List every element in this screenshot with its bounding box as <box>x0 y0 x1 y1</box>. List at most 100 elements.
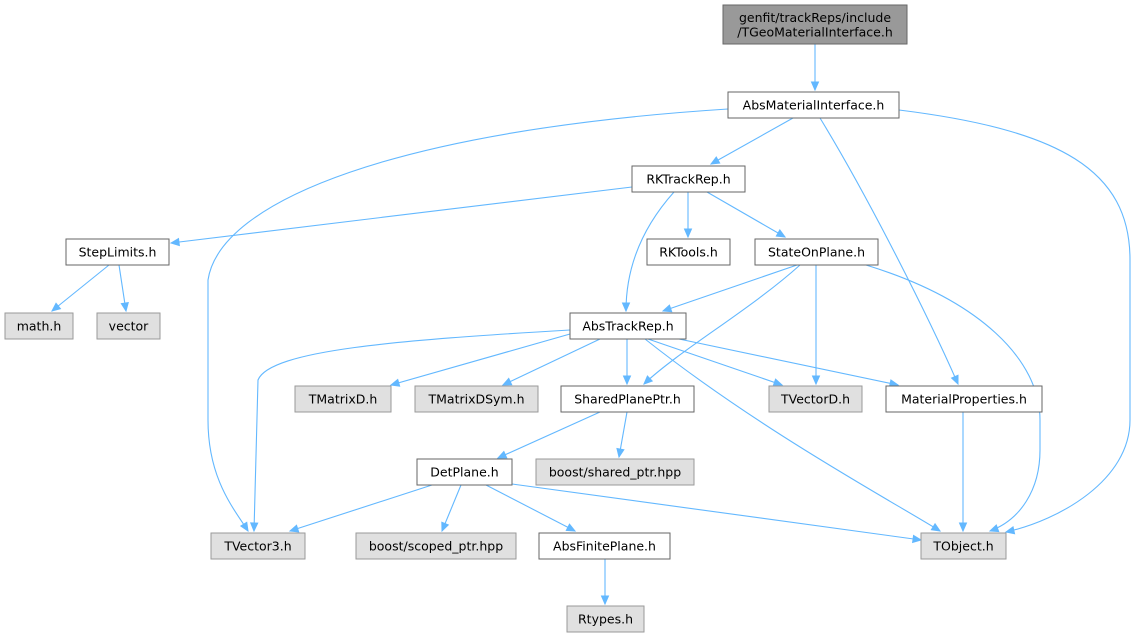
edge-rktrackrep-to-stateonplane <box>706 191 787 238</box>
edge-arrowhead <box>622 375 632 386</box>
edge-arrowhead <box>616 447 625 459</box>
edge-materialproperties-to-tobject <box>958 412 968 533</box>
node-box <box>355 532 517 560</box>
edge-line <box>643 264 801 385</box>
node-label: vector <box>109 319 150 334</box>
edge-arrowhead <box>288 524 300 533</box>
node-layer: genfit/trackReps/include/TGeoMaterialInt… <box>4 4 1043 633</box>
node-label: AbsFinitePlane.h <box>553 539 656 554</box>
node-box <box>566 605 645 633</box>
node-materialproperties[interactable]: MaterialProperties.h <box>885 385 1043 413</box>
edge-line <box>497 411 601 459</box>
edge-arrowhead <box>120 301 129 313</box>
edge-abstrackrep-to-materialproperties <box>678 338 900 388</box>
edge-abstrackrep-to-tmatrixdsym <box>501 338 601 386</box>
node-label: TMatrixD.h <box>308 392 378 407</box>
node-box <box>96 312 161 340</box>
edge-arrowhead <box>958 522 968 533</box>
node-boostscoped: boost/scoped_ptr.hpp <box>355 532 517 560</box>
edge-abstrackrep-to-tobject <box>644 338 942 532</box>
node-absmaterialinterface[interactable]: AbsMaterialInterface.h <box>727 91 900 119</box>
edge-line <box>253 329 571 532</box>
edge-arrowhead <box>441 521 450 533</box>
edge-absmaterialinterface-to-materialproperties <box>819 117 959 386</box>
edge-line <box>390 333 571 386</box>
node-steplimits[interactable]: StepLimits.h <box>65 238 170 266</box>
node-rktrackrep[interactable]: RKTrackRep.h <box>631 165 746 193</box>
edge-arrowhead <box>621 302 631 313</box>
edge-sharedplaneptr-to-boostshared <box>616 411 628 459</box>
node-label: boost/shared_ptr.hpp <box>549 465 681 480</box>
edge-line <box>207 108 729 532</box>
node-box <box>646 238 731 266</box>
node-label: TMatrixDSym.h <box>427 392 524 407</box>
node-boostshared: boost/shared_ptr.hpp <box>535 458 695 486</box>
node-box <box>631 165 746 193</box>
edge-arrowhead <box>600 595 610 606</box>
edge-abstrackrep-to-sharedplaneptr <box>622 339 632 386</box>
node-box <box>294 385 392 413</box>
edge-arrowhead <box>565 523 577 532</box>
edge-line <box>485 484 576 532</box>
edge-line <box>625 191 675 312</box>
node-label: /TGeoMaterialInterface.h <box>737 24 893 39</box>
node-box <box>754 238 879 266</box>
node-box <box>65 238 170 266</box>
node-label: Rtypes.h <box>578 612 633 627</box>
edge-absmaterialinterface-to-tobject <box>898 109 1131 535</box>
node-rktools[interactable]: RKTools.h <box>646 238 731 266</box>
node-label: boost/scoped_ptr.hpp <box>369 539 503 554</box>
edge-arrowhead <box>501 377 513 386</box>
node-box <box>4 312 74 340</box>
edge-line <box>51 264 110 312</box>
edge-layer <box>51 44 1131 606</box>
edge-line <box>502 338 601 386</box>
node-box <box>569 312 687 340</box>
node-label: SharedPlanePtr.h <box>574 392 681 407</box>
edge-stateonplane-to-abstrackrep <box>661 264 798 313</box>
node-detplane[interactable]: DetPlane.h <box>416 458 513 486</box>
node-vector: vector <box>96 312 161 340</box>
node-box <box>722 4 908 45</box>
edge-sharedplaneptr-to-detplane <box>496 411 601 459</box>
edge-line <box>511 483 922 541</box>
edge-detplane-to-boostscoped <box>441 484 462 533</box>
node-sharedplaneptr[interactable]: SharedPlanePtr.h <box>560 385 695 413</box>
node-tvectord: TVectorD.h <box>768 385 863 413</box>
edge-arrowhead <box>683 228 693 239</box>
edge-arrowhead <box>912 534 923 544</box>
edge-absfiniteplane-to-rtypes <box>600 559 610 606</box>
node-label: StateOnPlane.h <box>768 245 865 260</box>
node-tmatrixdsym: TMatrixDSym.h <box>414 385 539 413</box>
node-math: math.h <box>4 312 74 340</box>
edge-abstrackrep-to-tvectord <box>647 338 784 387</box>
edge-arrowhead <box>988 524 1000 533</box>
edge-detplane-to-tobject <box>511 483 923 544</box>
edge-arrowhead <box>389 378 401 387</box>
node-label: RKTools.h <box>659 245 718 260</box>
edge-line <box>647 338 783 386</box>
edge-root-to-absmaterialinterface <box>810 44 820 92</box>
node-absfiniteplane[interactable]: AbsFinitePlane.h <box>538 532 671 560</box>
node-label: TVector3.h <box>223 539 291 554</box>
edge-arrowhead <box>709 156 721 165</box>
edge-arrowhead <box>772 378 784 387</box>
edge-line <box>898 109 1131 533</box>
edge-line <box>710 117 794 165</box>
node-abstrackrep[interactable]: AbsTrackRep.h <box>569 312 687 340</box>
edge-arrowhead <box>249 522 259 533</box>
edge-line <box>678 338 899 386</box>
edge-arrowhead <box>496 450 508 459</box>
edge-arrowhead <box>1004 525 1016 535</box>
node-box <box>885 385 1043 413</box>
node-root[interactable]: genfit/trackReps/include/TGeoMaterialInt… <box>722 4 908 45</box>
node-box <box>768 385 863 413</box>
edge-line <box>289 484 433 532</box>
node-label: MaterialProperties.h <box>901 392 1027 407</box>
edge-arrowhead <box>51 302 62 312</box>
node-stateonplane[interactable]: StateOnPlane.h <box>754 238 879 266</box>
edge-detplane-to-absfiniteplane <box>485 484 577 532</box>
node-tobject: TObject.h <box>920 532 1007 560</box>
node-box <box>535 458 695 486</box>
node-label: genfit/trackReps/include <box>739 10 891 25</box>
